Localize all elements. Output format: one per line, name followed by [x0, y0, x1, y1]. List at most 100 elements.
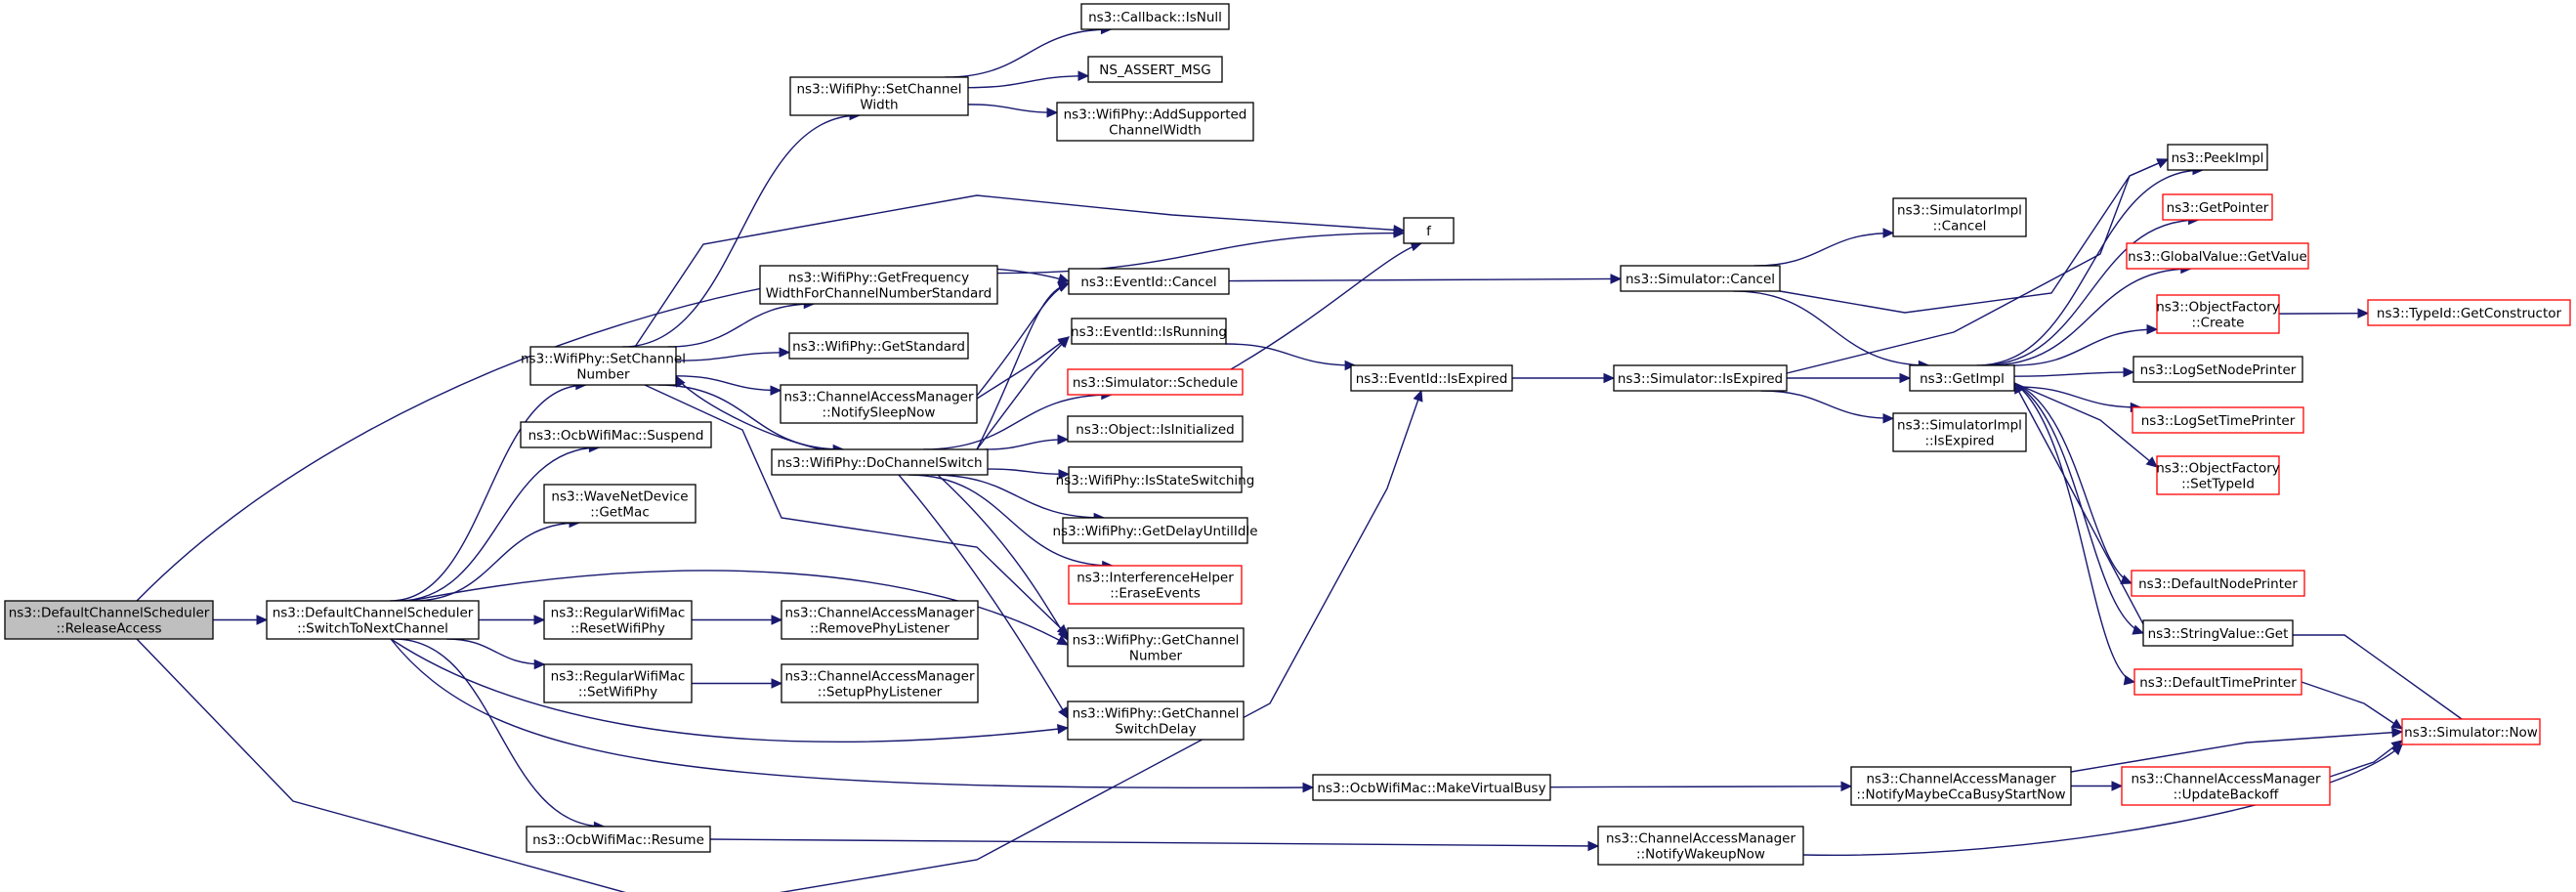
node-box[interactable] — [1403, 217, 1455, 244]
node-box[interactable] — [2133, 356, 2303, 383]
graph-node-of-create[interactable]: ns3::ObjectFactory::Create — [2156, 294, 2280, 334]
graph-node-f[interactable]: f — [1403, 217, 1455, 244]
node-box[interactable] — [1080, 3, 1230, 30]
node-box[interactable] — [266, 600, 480, 640]
node-box[interactable] — [789, 76, 969, 116]
graph-node-ocb-suspend[interactable]: ns3::OcbWifiMac::Suspend — [520, 421, 712, 448]
node-box[interactable] — [1597, 826, 1804, 866]
node-box[interactable] — [1312, 774, 1551, 801]
node-box[interactable] — [2126, 242, 2309, 270]
node-box[interactable] — [1068, 565, 1243, 605]
node-box[interactable] — [1067, 627, 1245, 667]
node-box[interactable] — [759, 265, 998, 305]
node-box[interactable] — [2156, 455, 2280, 495]
node-box[interactable] — [1068, 466, 1243, 493]
graph-node-do-channel-switch[interactable]: ns3::WifiPhy::DoChannelSwitch — [771, 448, 989, 476]
node-box[interactable] — [1067, 415, 1244, 443]
graph-node-ns-assert[interactable]: NS_ASSERT_MSG — [1087, 56, 1223, 83]
graph-node-default-time-printer[interactable]: ns3::DefaultTimePrinter — [2133, 668, 2302, 696]
node-box[interactable] — [781, 600, 979, 640]
node-box[interactable] — [526, 826, 711, 853]
graph-node-obj-isinit[interactable]: ns3::Object::IsInitialized — [1067, 415, 1244, 443]
graph-node-setup-phy-listener[interactable]: ns3::ChannelAccessManager::SetupPhyListe… — [781, 663, 979, 703]
graph-node-get-delay-idle[interactable]: ns3::WifiPhy::GetDelayUntilIdle — [1053, 517, 1258, 544]
graph-node-simimpl-cancel[interactable]: ns3::SimulatorImpl::Cancel — [1892, 197, 2027, 237]
node-box[interactable] — [2133, 668, 2302, 696]
node-box[interactable] — [1892, 197, 2027, 237]
node-box[interactable] — [2162, 193, 2273, 221]
node-box[interactable] — [781, 663, 979, 703]
graph-node-remove-phy-listener[interactable]: ns3::ChannelAccessManager::RemovePhyList… — [781, 600, 979, 640]
graph-node-wave-getmac[interactable]: ns3::WaveNetDevice::GetMac — [543, 484, 697, 524]
node-box[interactable] — [1909, 364, 2015, 392]
node-box[interactable] — [771, 448, 989, 476]
graph-node-stringvalue-get[interactable]: ns3::StringValue::Get — [2142, 619, 2294, 647]
graph-node-eventid-isrunning[interactable]: ns3::EventId::IsRunning — [1071, 318, 1227, 345]
node-box[interactable] — [1062, 517, 1248, 544]
node-box[interactable] — [1067, 701, 1245, 741]
node-box[interactable] — [543, 484, 697, 524]
graph-node-notify-wakeup[interactable]: ns3::ChannelAccessManager::NotifyWakeupN… — [1597, 826, 1804, 866]
node-box[interactable] — [1620, 265, 1781, 292]
graph-node-notify-sleep[interactable]: ns3::ChannelAccessManager::NotifySleepNo… — [780, 384, 978, 424]
graph-node-sim-now[interactable]: ns3::Simulator::Now — [2401, 718, 2541, 745]
node-box[interactable] — [780, 384, 978, 424]
node-box[interactable] — [2401, 718, 2541, 745]
node-box[interactable] — [529, 346, 677, 386]
graph-node-ocb-resume[interactable]: ns3::OcbWifiMac::Resume — [526, 826, 711, 853]
graph-node-of-settypeid[interactable]: ns3::ObjectFactory::SetTypeId — [2156, 455, 2280, 495]
node-box[interactable] — [1068, 268, 1230, 295]
node-box[interactable] — [1892, 412, 2027, 452]
graph-node-log-node-printer[interactable]: ns3::LogSetNodePrinter — [2133, 356, 2303, 383]
graph-node-sim-cancel[interactable]: ns3::Simulator::Cancel — [1620, 265, 1781, 292]
node-box[interactable] — [1613, 364, 1788, 392]
node-box[interactable] — [1850, 766, 2072, 806]
node-box[interactable] — [543, 600, 693, 640]
node-box[interactable] — [1056, 102, 1254, 142]
node-box[interactable] — [1067, 368, 1244, 396]
graph-node-erase-events[interactable]: ns3::InterferenceHelper::EraseEvents — [1068, 565, 1243, 605]
node-box[interactable] — [2167, 144, 2268, 171]
graph-node-make-virtual-busy[interactable]: ns3::OcbWifiMac::MakeVirtualBusy — [1312, 774, 1551, 801]
graph-node-default-node-printer[interactable]: ns3::DefaultNodePrinter — [2131, 570, 2305, 597]
node-box[interactable] — [788, 332, 969, 360]
graph-node-log-time-printer[interactable]: ns3::LogSetTimePrinter — [2132, 406, 2304, 434]
graph-node-eventid-isexpired[interactable]: ns3::EventId::IsExpired — [1350, 364, 1513, 392]
graph-node-reset-phy[interactable]: ns3::RegularWifiMac::ResetWifiPhy — [543, 600, 693, 640]
graph-node-set-phy[interactable]: ns3::RegularWifiMac::SetWifiPhy — [543, 663, 693, 703]
graph-node-switch-next[interactable]: ns3::DefaultChannelScheduler::SwitchToNe… — [266, 600, 480, 640]
node-box[interactable] — [2132, 406, 2304, 434]
graph-node-sim-isexpired[interactable]: ns3::Simulator::IsExpired — [1613, 364, 1788, 392]
graph-node-get-freq-width[interactable]: ns3::WifiPhy::GetFrequencyWidthForChanne… — [759, 265, 998, 305]
graph-node-root[interactable]: ns3::DefaultChannelScheduler::ReleaseAcc… — [4, 600, 214, 640]
node-box[interactable] — [2156, 294, 2280, 334]
graph-node-peek-impl[interactable]: ns3::PeekImpl — [2167, 144, 2268, 171]
node-box[interactable] — [2131, 570, 2305, 597]
graph-node-eventid-cancel[interactable]: ns3::EventId::Cancel — [1068, 268, 1230, 295]
graph-node-sim-schedule[interactable]: ns3::Simulator::Schedule — [1067, 368, 1244, 396]
graph-node-typeid-getctor[interactable]: ns3::TypeId::GetConstructor — [2367, 299, 2571, 326]
graph-node-notify-maybe-cca[interactable]: ns3::ChannelAccessManager::NotifyMaybeCc… — [1850, 766, 2072, 806]
graph-node-is-state-switching[interactable]: ns3::WifiPhy::IsStateSwitching — [1056, 466, 1255, 493]
graph-node-get-standard[interactable]: ns3::WifiPhy::GetStandard — [788, 332, 969, 360]
node-box[interactable] — [1071, 318, 1227, 345]
node-box[interactable] — [2142, 619, 2294, 647]
graph-node-gv-getvalue[interactable]: ns3::GlobalValue::GetValue — [2126, 242, 2309, 270]
graph-node-get-pointer[interactable]: ns3::GetPointer — [2162, 193, 2273, 221]
graph-node-simimpl-isexpired[interactable]: ns3::SimulatorImpl::IsExpired — [1892, 412, 2027, 452]
node-box[interactable] — [2367, 299, 2571, 326]
node-box[interactable] — [543, 663, 693, 703]
node-box[interactable] — [1087, 56, 1223, 83]
graph-node-callback-isnull[interactable]: ns3::Callback::IsNull — [1080, 3, 1230, 30]
node-box[interactable] — [1350, 364, 1513, 392]
node-box[interactable] — [520, 421, 712, 448]
node-box[interactable] — [4, 600, 214, 640]
node-box[interactable] — [2121, 766, 2331, 806]
graph-node-update-backoff[interactable]: ns3::ChannelAccessManager::UpdateBackoff — [2121, 766, 2331, 806]
graph-node-get-impl[interactable]: ns3::GetImpl — [1909, 364, 2015, 392]
